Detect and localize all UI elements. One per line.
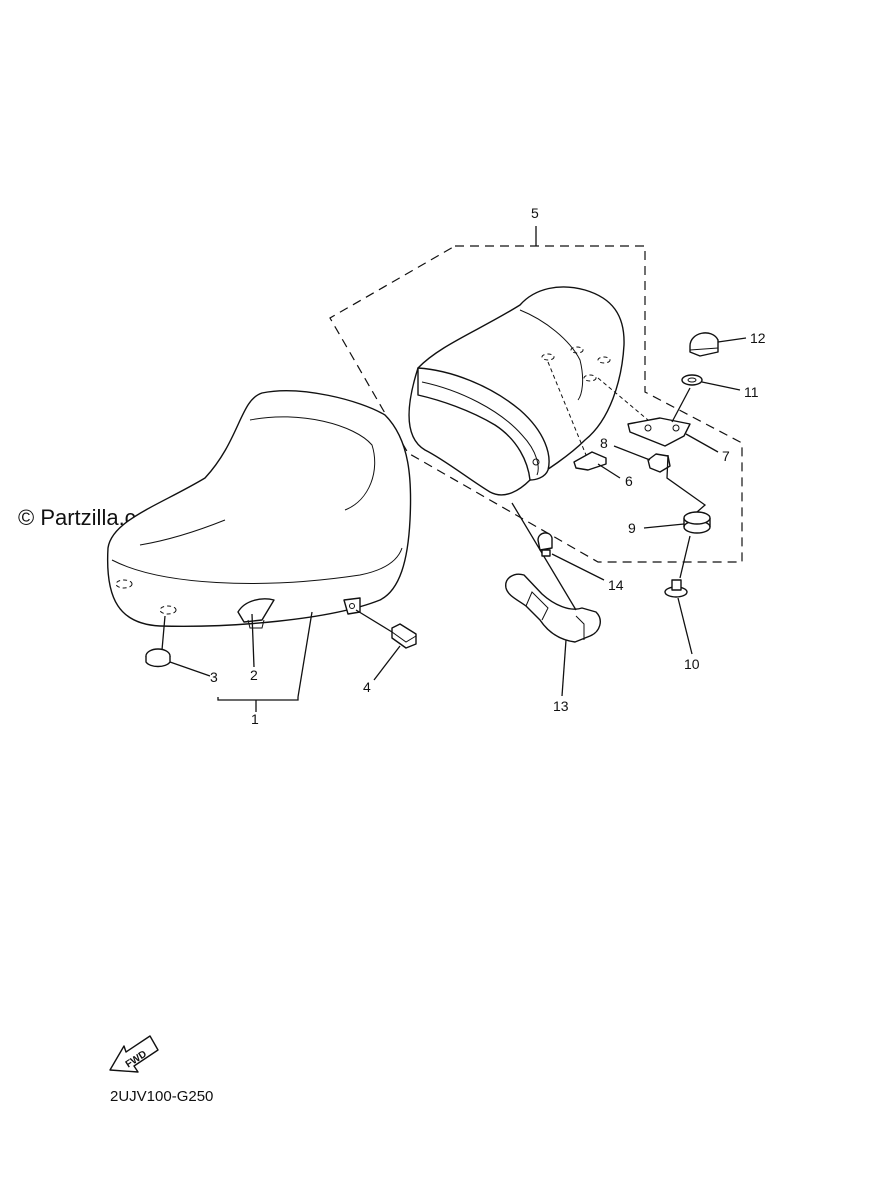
diagram-code: 2UJV100-G250: [110, 1088, 214, 1105]
callout-6: 6: [625, 473, 633, 489]
callout-4: 4: [363, 679, 371, 695]
leader-lines: [169, 226, 747, 712]
part-12-cap-nut: [689, 332, 719, 357]
part-8-nut: [647, 453, 671, 473]
part-11-washer: [671, 374, 703, 423]
part-6-clip: [547, 361, 607, 471]
part-7-bracket: [597, 377, 691, 447]
callout-5: 5: [531, 205, 539, 221]
part-13-hook-bracket: [505, 502, 601, 643]
part-14-bolt: [537, 532, 553, 557]
front-seat: [106, 390, 412, 629]
callout-8: 8: [600, 435, 608, 451]
callout-7: 7: [722, 448, 730, 464]
callout-10: 10: [684, 656, 700, 672]
callout-11: 11: [744, 384, 759, 400]
callout-14: 14: [608, 577, 624, 593]
callout-labels: 1 2 3 4 5 6 7 8 9 10 11 12 13 14: [210, 205, 766, 727]
callout-2: 2: [250, 667, 258, 683]
fwd-arrow-icon: FWD: [109, 1035, 159, 1073]
callout-1: 1: [251, 711, 259, 727]
part-4-bolt: [355, 609, 417, 649]
rear-seat: [408, 286, 625, 496]
callout-3: 3: [210, 669, 218, 685]
part-9-grommet: [666, 454, 711, 534]
callout-9: 9: [628, 520, 636, 536]
callout-12: 12: [750, 330, 766, 346]
part-10-collar: [664, 535, 691, 598]
part-3-damper: [145, 615, 171, 668]
callout-13: 13: [553, 698, 569, 714]
